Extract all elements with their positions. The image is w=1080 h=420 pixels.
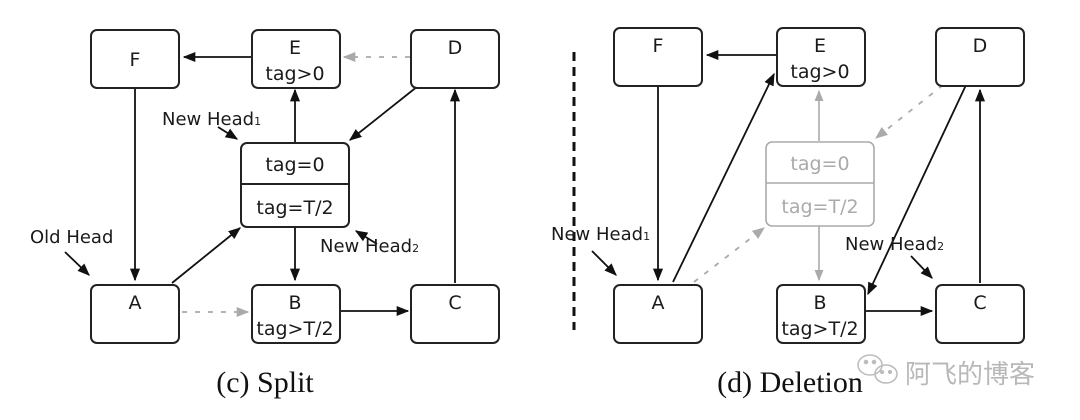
node-b: B tag>T/2	[776, 284, 866, 344]
pointer-new-head1	[217, 126, 239, 140]
node-d: D	[410, 29, 500, 89]
node-c-name: C	[973, 292, 986, 314]
node-c: C	[935, 284, 1025, 344]
node-a-name: A	[129, 292, 142, 314]
label-old-head: Old Head	[30, 227, 113, 248]
node-merged-bottom: tag=T/2	[781, 196, 858, 218]
node-e-name: E	[814, 35, 826, 57]
label-new-head2: New Head2	[320, 236, 419, 257]
node-c-name: C	[448, 292, 461, 314]
node-f-name: F	[653, 35, 664, 57]
wechat-icon	[857, 354, 898, 384]
node-merged: tag=0 tag=T/2	[240, 142, 350, 228]
watermark-text: 阿飞的博客	[905, 360, 1035, 390]
node-b: B tag>T/2	[251, 284, 341, 344]
node-e-name: E	[289, 37, 301, 59]
node-f-name: F	[130, 49, 141, 71]
node-a: A	[613, 284, 703, 344]
pointer-new-head1	[591, 250, 617, 276]
node-e: E tag>0	[251, 29, 341, 89]
label-new-head2: New Head2	[845, 234, 944, 255]
node-f: F	[90, 29, 180, 89]
edge-a-to-m-dashed	[693, 227, 765, 283]
node-b-tag: tag>T/2	[256, 318, 333, 340]
edge-d-to-m-dashed	[875, 84, 944, 139]
edge-d-to-m	[349, 85, 419, 141]
edge-a-to-m	[171, 227, 241, 284]
node-merged-bottom: tag=T/2	[256, 197, 333, 219]
label-new-head1: New Head1	[162, 109, 261, 130]
edge-d-to-b	[867, 84, 967, 296]
node-d-name: D	[973, 35, 988, 57]
node-e-tag: tag>0	[265, 63, 324, 85]
edge-a-to-e	[672, 72, 775, 283]
node-merged-top: tag=0	[265, 154, 324, 176]
node-c: C	[410, 284, 500, 344]
node-b-name: B	[288, 292, 301, 314]
pointer-old-head	[64, 251, 90, 276]
split-diagram: F E tag>0 D tag=0 tag=T/2 A B tag>T/2	[30, 29, 500, 399]
watermark: 阿飞的博客	[857, 354, 1035, 390]
node-d-name: D	[448, 37, 463, 59]
node-b-name: B	[813, 292, 826, 314]
node-e: E tag>0	[776, 27, 866, 87]
node-a-name: A	[652, 292, 665, 314]
node-merged-deleted: tag=0 tag=T/2	[765, 141, 875, 227]
pointer-new-head2	[910, 255, 933, 279]
caption-split: (c) Split	[216, 366, 314, 399]
node-e-tag: tag>0	[790, 61, 849, 83]
caption-deletion: (d) Deletion	[717, 366, 863, 399]
node-merged-top: tag=0	[790, 153, 849, 175]
node-a: A	[90, 284, 180, 344]
node-b-tag: tag>T/2	[781, 318, 858, 340]
deletion-diagram: F E tag>0 D tag=0 tag=T/2 A B tag>T/2	[551, 27, 1025, 399]
label-new-head1: New Head1	[551, 224, 650, 245]
node-d: D	[935, 27, 1025, 87]
pointer-new-head2	[354, 230, 378, 245]
node-f: F	[613, 27, 703, 87]
